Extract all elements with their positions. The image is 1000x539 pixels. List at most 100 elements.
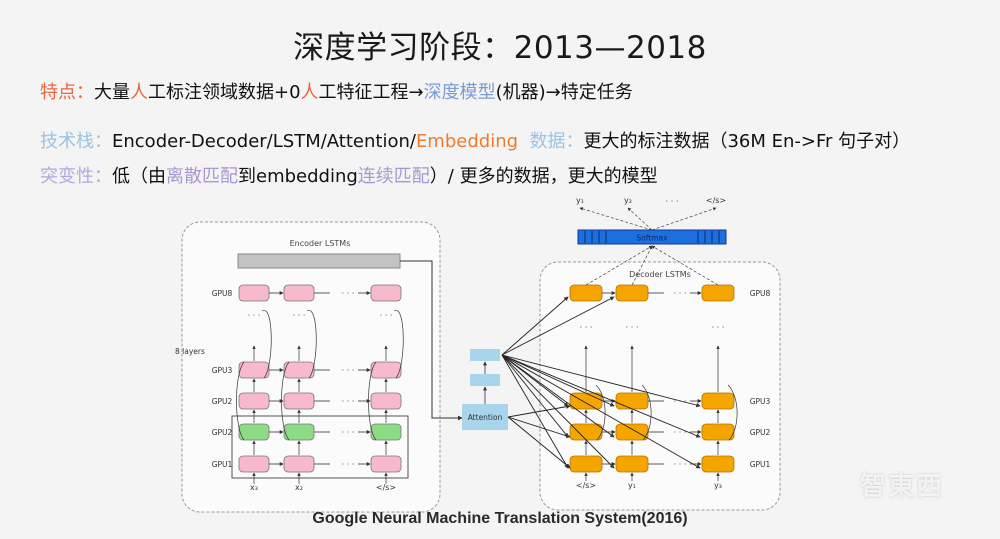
decoder-lstm-cell	[569, 392, 603, 410]
encoder-row-dots: · · ·	[342, 428, 355, 437]
figure-caption: Google Neural Machine Translation System…	[312, 510, 688, 527]
encoder-lstm-cell	[283, 423, 315, 441]
stack-text-1: Encoder-Decoder/LSTM/Attention/	[112, 131, 416, 152]
encoder-residual	[261, 310, 272, 379]
encoder-row-dots: · · ·	[342, 366, 355, 375]
decoder-to-softmax	[631, 245, 653, 286]
attention-link	[501, 296, 569, 356]
mutation-line: 突变性：低（由离散匹配到embedding连续匹配）/ 更多的数据，更大的模型	[40, 162, 658, 188]
stack-line: 技术栈：Encoder-Decoder/LSTM/Attention/Embed…	[40, 127, 910, 153]
encoder-lstm-cell	[283, 455, 315, 473]
decoder-title: Decoder LSTMs	[629, 270, 691, 279]
encoder-residual	[281, 361, 290, 441]
decoder-lstm-cell	[569, 423, 603, 441]
data-label: 数据：	[529, 131, 584, 152]
softmax-label: Softmax	[636, 234, 668, 243]
attention-link	[501, 354, 569, 469]
decoder-residual	[641, 384, 652, 441]
watermark-logo: 智東西	[860, 472, 945, 502]
encoder-lstm-cell	[238, 423, 270, 441]
layers-label: 8 layers	[175, 347, 205, 356]
attention-link	[501, 354, 615, 407]
features-text-5: 工特征工程→	[318, 82, 424, 103]
encoder-gpu-label: GPU3	[212, 366, 233, 375]
stack-text-2: Embedding	[415, 131, 519, 152]
decoder-input-label: </s>	[576, 481, 596, 490]
encoder-cells: · · ·· · ·· · ·· · ·· · ·· · ·x₃· · ·x₂·…	[236, 284, 404, 492]
attention-link	[501, 354, 701, 408]
encoder-residual	[236, 361, 245, 441]
encoder-input-label: x₂	[295, 483, 303, 492]
encoder-lstm-cell	[370, 423, 402, 441]
encoder-lstm-cell	[283, 361, 315, 379]
decoder-row-dots: · · ·	[674, 289, 687, 298]
decoder-lstm-cell	[701, 423, 735, 441]
decoder-lstm-cell	[701, 284, 735, 302]
encoder-residual	[306, 310, 317, 379]
encoder-lstm-cell	[238, 284, 270, 302]
decoder-col-dots: · · ·	[626, 323, 639, 332]
encoder-lstm-cell	[370, 361, 402, 379]
encoder-lstm-cell	[238, 455, 270, 473]
encoder-input-label: x₃	[250, 483, 258, 492]
attention-box	[462, 404, 508, 430]
decoder-lstm-cell	[615, 455, 649, 473]
attention-link	[507, 416, 571, 469]
encoder-col-dots: · · ·	[380, 311, 393, 320]
decoder-row-dots: · · ·	[674, 428, 687, 437]
encoder-lstm-cell	[238, 361, 270, 379]
softmax-output-arrow	[651, 207, 717, 231]
attention-links	[501, 296, 701, 469]
encoder-col-dots: · · ·	[293, 311, 306, 320]
attention-label: Attention	[468, 413, 503, 422]
decoder-output-label: </s>	[706, 196, 726, 205]
mutation-text-4: 连续匹配	[357, 166, 430, 187]
softmax-output-arrow	[627, 207, 653, 231]
attention-link	[501, 354, 615, 438]
decoder-output-label: y₂	[624, 196, 632, 205]
decoder-output-label: y₁	[576, 196, 584, 205]
attention-ctx-2	[470, 374, 500, 386]
decoder-lstm-cell	[615, 284, 649, 302]
decoder-input-label: y₃	[714, 481, 722, 490]
encoder-row-dots: · · ·	[342, 289, 355, 298]
decoder-gpu-label: GPU2	[750, 428, 771, 437]
decoder-residual	[727, 384, 738, 441]
mutation-text-5: ）/ 更多的数据，更大的模型	[429, 166, 658, 187]
encoder-lstm-cell	[370, 284, 402, 302]
features-text-1: 大量	[94, 82, 130, 103]
features-label: 特点：	[40, 82, 94, 103]
decoder-input-label: y₁	[628, 481, 636, 490]
decoder-col-dots: · · ·	[712, 323, 725, 332]
decoder-row-dots: · · ·	[674, 460, 687, 469]
features-text-2: 人	[130, 82, 148, 103]
softmax-ticks	[584, 231, 720, 243]
decoder-to-softmax	[651, 245, 719, 286]
decoder-lstm-cell	[615, 392, 649, 410]
encoder-gpu-label: GPU2	[212, 428, 233, 437]
attention-link	[501, 354, 569, 438]
attention-ctx-1	[470, 349, 500, 361]
encoder-lstm-cell	[238, 392, 270, 410]
encoder-input-label: </s>	[376, 483, 396, 492]
attention-link	[507, 404, 571, 418]
features-text-3: 工标注领域数据+0	[148, 82, 301, 103]
features-line: 特点：大量人工标注领域数据+0人工特征工程→深度模型(机器)→特定任务	[40, 78, 633, 104]
softmax-output-arrow	[579, 207, 653, 231]
encoder-lstm-cell	[370, 455, 402, 473]
decoder-to-softmax	[585, 245, 653, 286]
encoder-col-dots: · · ·	[248, 311, 261, 320]
decoder-gpu-label: GPU1	[750, 460, 771, 469]
decoder-gpu-label: GPU3	[750, 397, 771, 406]
stack-label: 技术栈：	[40, 131, 112, 152]
encoder-row-dots: · · ·	[342, 460, 355, 469]
features-text-4: 人	[300, 82, 319, 103]
decoder-panel	[539, 261, 781, 511]
encoder-gpu-label: GPU1	[212, 460, 233, 469]
decoder-gpu-label: GPU8	[750, 289, 771, 298]
decoder-lstm-cell	[701, 392, 735, 410]
decoder-cells: · · ·· · ·· · ·· · ·· · ·</s>· · ·y₁· · …	[569, 245, 738, 490]
